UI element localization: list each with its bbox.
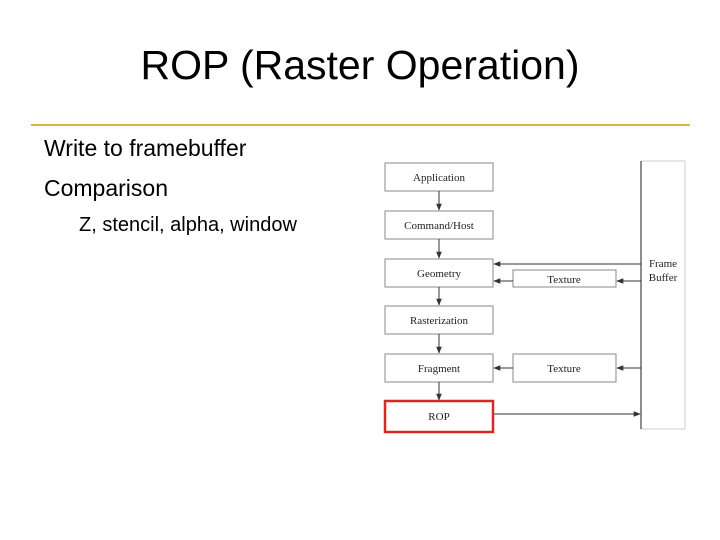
texture-label-2: Texture — [547, 363, 581, 375]
frame-buffer-label-line-1: Frame — [649, 258, 677, 270]
stage-rop: ROP — [383, 399, 495, 434]
texture-box-geometry: Texture — [512, 269, 617, 288]
frame-buffer-label-line-2: Buffer — [649, 272, 678, 284]
stage-command-host: Command/Host — [384, 210, 494, 240]
stage-application: Application — [384, 162, 494, 192]
texture-box-fragment: Texture — [512, 353, 617, 383]
sub-bullet-tests: Z, stencil, alpha, window — [79, 214, 297, 236]
bullet-write-to-framebuffer: Write to framebuffer — [44, 135, 247, 161]
title-underline — [31, 124, 690, 126]
stage-geometry-label: Geometry — [417, 268, 461, 280]
stage-rasterization: Rasterization — [384, 305, 494, 335]
slide-title: ROP (Raster Operation) — [140, 42, 580, 88]
stage-application-label: Application — [413, 172, 465, 184]
stage-command-host-label: Command/Host — [404, 220, 474, 232]
stage-rop-label: ROP — [428, 411, 449, 423]
texture-label-1: Texture — [547, 274, 581, 286]
stage-fragment: Fragment — [384, 353, 494, 383]
dataflow-arrows — [493, 261, 641, 417]
frame-buffer-box — [640, 160, 686, 430]
bullet-comparison: Comparison — [44, 175, 168, 201]
stage-geometry: Geometry — [384, 258, 494, 288]
stage-rasterization-label: Rasterization — [410, 315, 469, 327]
stage-fragment-label: Fragment — [418, 363, 460, 375]
